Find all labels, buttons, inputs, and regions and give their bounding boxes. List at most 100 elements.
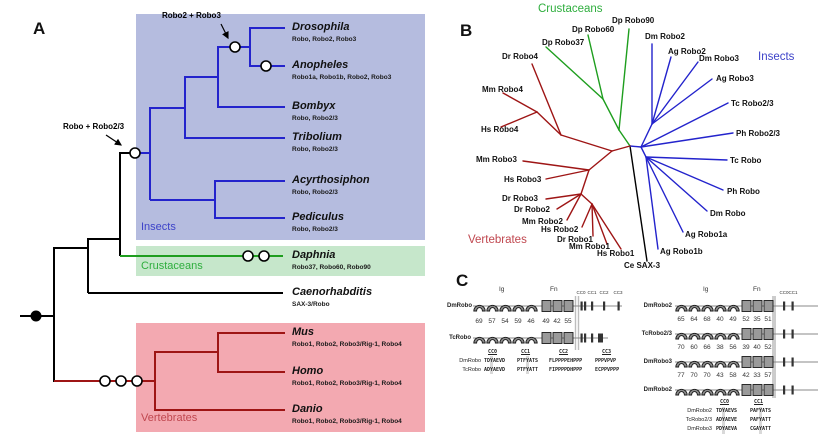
species-genes: Robo1, Robo2, Robo3/Rig-1, Robo4 [292, 418, 402, 425]
conserved-residue-highlight [759, 407, 762, 434]
identity-percent: 57 [764, 372, 772, 379]
node-daphnia-1 [242, 250, 254, 262]
taxon-label: Ph Robo2/3 [736, 129, 781, 138]
identity-percent: 77 [677, 372, 685, 379]
panel-a-label: A [33, 19, 46, 38]
taxon-label: Dr Robo2 [514, 205, 550, 214]
taxon-label: Mm Robo2 [522, 217, 563, 226]
node-vertebrate-1 [99, 375, 111, 387]
cc2-motif: FLPPPPEHPPP [549, 358, 583, 364]
species-genes: Robo1a, Robo1b, Robo2, Robo3 [292, 74, 392, 81]
panel-c-label: C [456, 271, 469, 290]
taxon-label: Hs Robo3 [504, 175, 542, 184]
identity-percent: 40 [753, 344, 761, 351]
species-genes: Robo, Robo2/3 [292, 115, 338, 122]
identity-percent: 42 [553, 318, 561, 325]
taxon-label: Tc Robo2/3 [731, 99, 774, 108]
species-name: Pediculus [292, 211, 344, 223]
crustacean-branches [545, 28, 631, 147]
node-robo2-robo3 [229, 41, 241, 53]
identity-percent: 68 [703, 316, 711, 323]
motif-row-label: DmRobo [459, 358, 481, 364]
identity-percent: 51 [764, 316, 772, 323]
identity-percent: 69 [475, 318, 483, 325]
species-genes: SAX-3/Robo [292, 301, 330, 308]
identity-percent: 56 [729, 344, 737, 351]
identity-percent: 65 [677, 316, 685, 323]
taxon-label: Mm Robo1 [569, 242, 610, 251]
cc0-label: CC0 [576, 290, 586, 295]
conserved-residue-highlight [490, 356, 493, 374]
node-label-robo-robo23: Robo + Robo2/3 [63, 122, 125, 131]
duplication-nodes [99, 41, 272, 387]
identity-percent: 58 [729, 372, 737, 379]
group-label-vertebrates: Vertebrates [141, 412, 198, 424]
taxon-label: Dr Robo4 [502, 52, 538, 61]
motif-row-label: DmRobo3 [687, 426, 712, 432]
taxon-label: Tc Robo [730, 156, 762, 165]
species-name: Drosophila [292, 21, 350, 33]
identity-percent: 55 [564, 318, 572, 325]
taxon-label: Dm Robo2 [645, 32, 685, 41]
group-label-crustaceans: Crustaceans [141, 260, 203, 272]
species-genes: Robo, Robo2/3 [292, 146, 338, 153]
cc1-motif: PTFYATS [517, 358, 539, 364]
cc0-motif: ADYAEVE [716, 417, 738, 423]
identity-percent: 49 [542, 318, 550, 325]
panel-b-unrooted-tree: B [440, 0, 825, 290]
identity-percent: 52 [764, 344, 772, 351]
taxon-label: Dm Robo [710, 209, 746, 218]
root-node [30, 310, 42, 322]
node-anopheles [260, 60, 272, 72]
cc1-motif: PTFYATT [517, 367, 539, 373]
species-name: Acyrthosiphon [292, 174, 370, 186]
vertebrate-branches [500, 63, 631, 250]
node-vertebrate-3 [131, 375, 143, 387]
cc0-label: CC0 [779, 290, 789, 295]
node-daphnia-2 [258, 250, 270, 262]
taxon-label: Dp Robo37 [542, 38, 585, 47]
identity-percent: 39 [742, 344, 750, 351]
identity-percent: 66 [703, 344, 711, 351]
node-vertebrate-2 [115, 375, 127, 387]
cc0-motif: TDYAEVD [484, 358, 506, 364]
protein-row-label: DmRobo [447, 303, 472, 309]
cc0-motif: ADYAEVD [484, 367, 506, 373]
identity-percent: 38 [716, 344, 724, 351]
species-genes: Robo1, Robo2, Robo3/Rig-1, Robo4 [292, 341, 402, 348]
identity-percent: 42 [742, 372, 750, 379]
motif-row-label: TcRobo2/3 [685, 417, 712, 423]
motif-header: CC0 [720, 399, 730, 405]
cc0-motif: PDYAEVA [716, 426, 738, 432]
unrooted-tree-svg [500, 28, 734, 262]
cladogram-tree-svg [20, 23, 285, 411]
motif-header: CC2 [559, 349, 569, 355]
protein-row-label: DmRobo2 [643, 387, 672, 393]
taxon-label: Dm Robo3 [699, 54, 739, 63]
identity-percent: 64 [690, 316, 698, 323]
ig-domain-label: Ig [499, 286, 505, 293]
motif-header: CC3 [602, 349, 612, 355]
identity-percent: 33 [753, 372, 761, 379]
species-name: Tribolium [292, 131, 342, 143]
group-label-crustaceans: Crustaceans [538, 3, 603, 15]
species-genes: Robo1, Robo2, Robo3/Rig-1, Robo4 [292, 380, 402, 387]
membrane-line-left [574, 296, 580, 350]
identity-percent: 60 [690, 344, 698, 351]
protein-domain-svg [473, 296, 818, 398]
protein-row-dmrobo3 [675, 356, 818, 368]
taxon-label: Dr Robo3 [502, 194, 538, 203]
motif-header: CC1 [754, 399, 764, 405]
species-name: Homo [292, 365, 324, 377]
taxon-label: Ag Robo3 [716, 74, 754, 83]
outgroup-branch [629, 145, 648, 262]
group-label-vertebrates: Vertebrates [468, 234, 527, 246]
cc3-label: CC3 [613, 290, 623, 295]
taxon-label: Mm Robo4 [482, 85, 523, 94]
ig-domain-label: Ig [703, 286, 709, 293]
conserved-residue-highlight [526, 356, 529, 374]
taxon-label: Ag Robo1b [660, 247, 703, 256]
cc3-motif: ECPPVPPP [595, 367, 620, 373]
identity-percent: 57 [488, 318, 496, 325]
